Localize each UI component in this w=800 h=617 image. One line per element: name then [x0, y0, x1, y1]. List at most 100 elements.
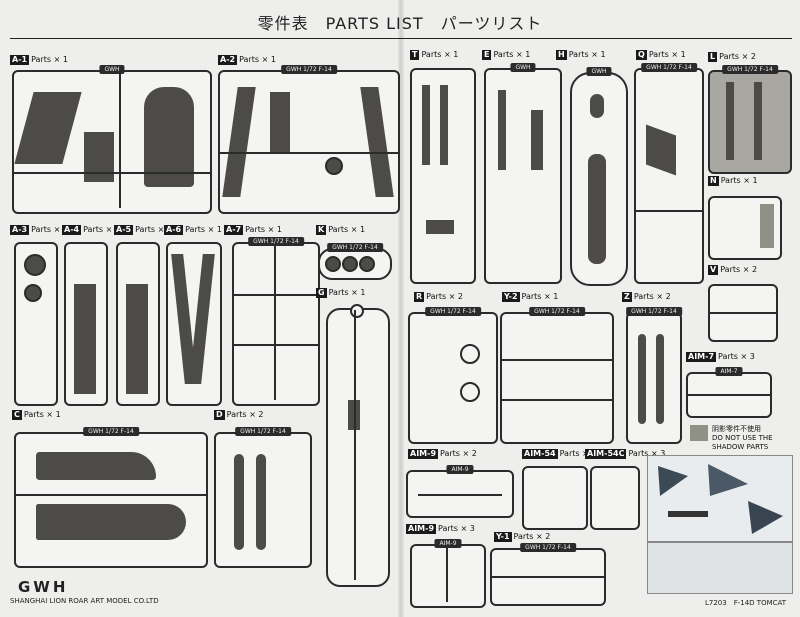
sprue-gate [16, 494, 206, 496]
sprue-tab-z: GWH 1/72 F-14 [626, 307, 682, 316]
sprue-part [36, 452, 156, 480]
sprue-aim9-b: AIM-9 [410, 539, 486, 608]
sprue-tab-y2: GWH 1/72 F-14 [529, 307, 585, 316]
sprue-tab-aim9-a: AIM-9 [446, 465, 474, 474]
sprue-gate [220, 152, 398, 154]
sprue-part [270, 92, 290, 152]
sprue-a2: GWH 1/72 F-14 [218, 65, 400, 214]
sprue-tab-q: GWH 1/72 F-14 [641, 63, 697, 72]
shadow-note-cn: 阴影零件不使用 [712, 425, 761, 433]
sprue-q: GWH 1/72 F-14 [634, 63, 704, 284]
sprue-t [410, 68, 476, 284]
kit-code: L7203 F-14D TOMCAT [705, 599, 787, 607]
sprue-gate [446, 546, 448, 602]
sprue-tab-e: GWH [510, 63, 536, 72]
sprue-gate [688, 394, 770, 396]
decal-art [658, 464, 783, 534]
sprue-gate [710, 312, 776, 314]
sprue-g [326, 304, 390, 587]
sprue-v [708, 284, 778, 342]
sprue-aim54c [590, 466, 640, 530]
sprue-tab-a7: GWH 1/72 F-14 [248, 237, 304, 246]
sprue-a7: GWH 1/72 F-14 [232, 237, 320, 406]
sprue-a4 [64, 242, 108, 406]
decal-sheet-small [647, 542, 793, 594]
sprue-part [14, 92, 82, 164]
sprue-gate [234, 344, 318, 346]
sprue-part [426, 220, 454, 234]
sprue-tab-d: GWH 1/72 F-14 [235, 427, 291, 436]
sprue-z: GWH 1/72 F-14 [626, 307, 682, 444]
company-name: SHANGHAI LION ROAR ART MODEL CO.LTD [10, 597, 159, 605]
shadow-parts-swatch [690, 425, 708, 441]
sprue-part [84, 132, 114, 182]
sprue-part [754, 82, 762, 160]
sprue-part [656, 334, 664, 424]
sprue-aim7: AIM-7 [686, 367, 772, 418]
sprue-a5 [116, 242, 160, 406]
sprue-h: GWH [570, 67, 628, 286]
sprue-part [360, 87, 394, 197]
sprue-part [325, 256, 341, 272]
page-title: 零件表 PARTS LIST パーツリスト [257, 14, 543, 33]
sprue-r: GWH 1/72 F-14 [408, 307, 498, 444]
sprue-part [460, 382, 480, 402]
sprue-part [342, 256, 358, 272]
sprue-part [189, 254, 215, 384]
sprue-tab-a1: GWH [99, 65, 125, 74]
sprue-gate [636, 210, 702, 212]
sprue-gate [274, 244, 276, 400]
sprue-tab-a2: GWH 1/72 F-14 [281, 65, 337, 74]
sprue-part [760, 204, 774, 248]
sprue-tab-y1: GWH 1/72 F-14 [520, 543, 576, 552]
sprue-part [74, 284, 96, 394]
sprue-part [222, 87, 256, 197]
sprue-a3 [14, 242, 58, 406]
sprue-part [256, 454, 266, 550]
sprue-part [498, 90, 506, 170]
sprue-part [726, 82, 734, 160]
sprue-part [638, 334, 646, 424]
decal-sheet [647, 455, 793, 542]
sprue-part [422, 85, 430, 165]
sprue-gate [354, 310, 356, 580]
sprue-y2: GWH 1/72 F-14 [500, 307, 614, 444]
sprue-gate [119, 72, 121, 208]
sprue-e: GWH [484, 63, 562, 284]
shadow-note-en1: DO NOT USE THE [712, 434, 773, 442]
shadow-note-en2: SHADOW PARTS [712, 443, 769, 451]
sprue-part [144, 87, 194, 187]
title-rule [10, 38, 792, 39]
sprue-k: GWH 1/72 F-14 [318, 243, 392, 280]
sprue-tab-h: GWH [586, 67, 612, 76]
sprue-part [234, 454, 244, 550]
sprue-gate [502, 399, 612, 401]
sprue-aim9-a: AIM-9 [406, 465, 514, 518]
sprue-gate [14, 172, 210, 174]
sprue-part [36, 504, 186, 540]
sprue-part [24, 284, 42, 302]
sprue-d: GWH 1/72 F-14 [214, 427, 312, 568]
